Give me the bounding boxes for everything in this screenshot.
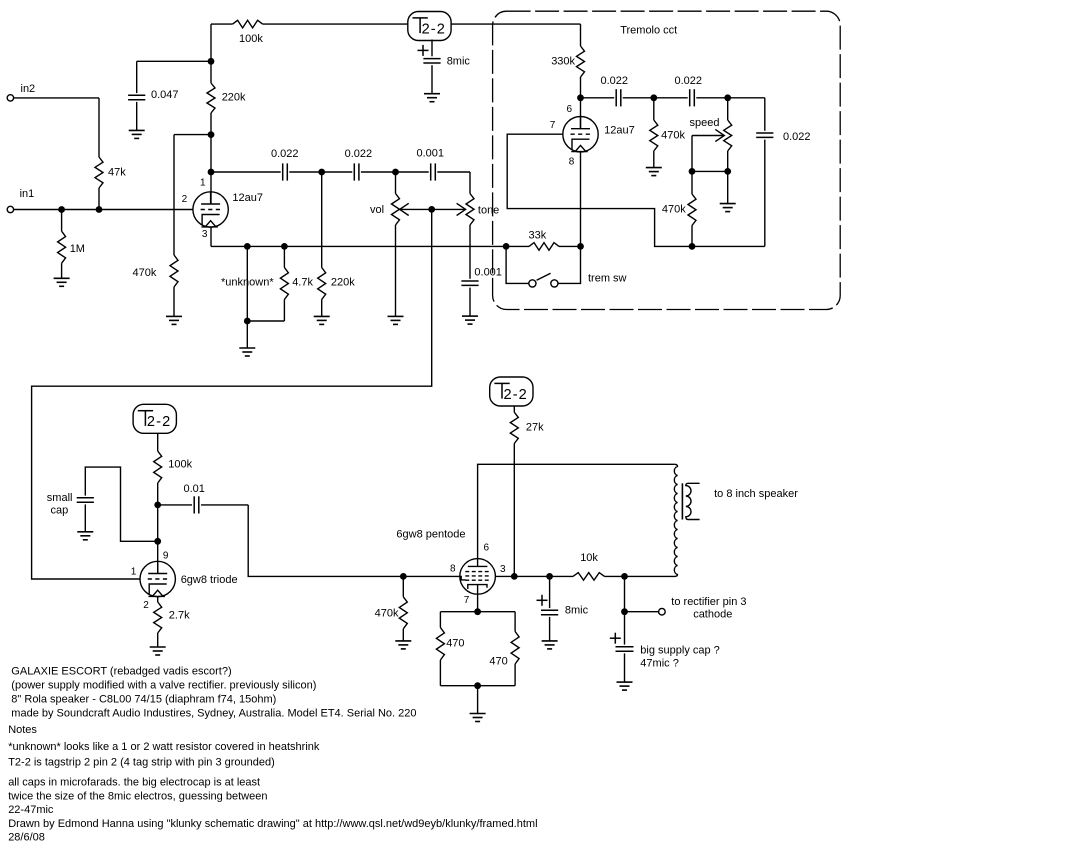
- svg-text:Drawn by Edmond Hanna using "k: Drawn by Edmond Hanna using "klunky sche…: [8, 818, 537, 830]
- svg-text:0.047: 0.047: [151, 89, 179, 101]
- svg-text:100k: 100k: [168, 459, 192, 471]
- svg-text:2-2: 2-2: [504, 387, 528, 403]
- svg-text:GALAXIE ESCORT (rebadged vadis: GALAXIE ESCORT (rebadged vadis escort?): [11, 666, 231, 678]
- svg-text:cap: cap: [51, 505, 69, 517]
- svg-text:all caps in microfarads. the b: all caps in microfarads. the big electro…: [8, 777, 260, 789]
- svg-text:0.001: 0.001: [417, 148, 445, 160]
- svg-text:2-2: 2-2: [147, 414, 171, 430]
- svg-text:twice the size of the 8mic ele: twice the size of the 8mic electros, gue…: [8, 791, 267, 803]
- svg-text:3: 3: [500, 564, 506, 575]
- svg-text:Notes: Notes: [8, 724, 37, 736]
- svg-text:12au7: 12au7: [232, 192, 263, 204]
- svg-text:8" Rola speaker - C8L00 74/15: 8" Rola speaker - C8L00 74/15 (diaphram …: [11, 694, 276, 706]
- svg-text:4.7k: 4.7k: [292, 277, 313, 289]
- svg-text:8: 8: [450, 564, 456, 575]
- svg-text:speed: speed: [690, 117, 720, 129]
- svg-text:7: 7: [464, 595, 470, 606]
- svg-text:2: 2: [182, 194, 188, 205]
- svg-text:tone: tone: [478, 205, 499, 217]
- svg-text:12au7: 12au7: [604, 125, 635, 137]
- svg-text:*unknown* looks like a 1 or 2: *unknown* looks like a 1 or 2 watt resis…: [8, 741, 320, 753]
- svg-text:470: 470: [489, 656, 507, 668]
- svg-text:10k: 10k: [580, 552, 598, 564]
- svg-text:*unknown*: *unknown*: [221, 277, 274, 289]
- svg-text:small: small: [47, 492, 73, 504]
- svg-text:0.022: 0.022: [271, 148, 299, 160]
- svg-text:7: 7: [550, 120, 556, 131]
- svg-text:470k: 470k: [661, 130, 685, 142]
- svg-text:T2-2 is tagstrip 2 pin 2 (4 ta: T2-2 is tagstrip 2 pin 2 (4 tag strip wi…: [8, 757, 275, 769]
- svg-text:big supply cap ?: big supply cap ?: [640, 645, 720, 657]
- svg-text:trem sw: trem sw: [588, 273, 627, 285]
- svg-text:vol: vol: [370, 204, 384, 216]
- svg-text:0.022: 0.022: [601, 75, 629, 87]
- svg-text:0.022: 0.022: [675, 75, 703, 87]
- svg-text:0.022: 0.022: [345, 148, 373, 160]
- svg-text:to 8 inch speaker: to 8 inch speaker: [714, 488, 798, 500]
- svg-text:cathode: cathode: [693, 609, 732, 621]
- svg-text:1: 1: [131, 567, 137, 578]
- svg-text:9: 9: [163, 551, 169, 562]
- svg-text:330k: 330k: [551, 55, 575, 67]
- svg-text:8: 8: [569, 157, 575, 168]
- svg-text:470k: 470k: [662, 204, 686, 216]
- svg-text:28/6/08: 28/6/08: [8, 832, 45, 844]
- svg-text:33k: 33k: [529, 230, 547, 242]
- svg-text:47k: 47k: [108, 167, 126, 179]
- svg-text:470k: 470k: [133, 267, 157, 279]
- svg-text:220k: 220k: [222, 92, 246, 104]
- svg-text:220k: 220k: [331, 277, 355, 289]
- svg-text:made by Soundcraft Audio Indus: made by Soundcraft Audio Industires, Syd…: [11, 707, 416, 719]
- svg-text:in2: in2: [21, 83, 36, 95]
- svg-text:2: 2: [143, 600, 149, 611]
- svg-text:2.7k: 2.7k: [169, 610, 190, 622]
- svg-text:Tremolo cct: Tremolo cct: [620, 25, 677, 37]
- svg-text:47mic ?: 47mic ?: [640, 658, 679, 670]
- svg-text:1: 1: [200, 178, 206, 189]
- svg-text:2-2: 2-2: [422, 21, 446, 37]
- svg-text:6: 6: [567, 104, 573, 115]
- svg-text:27k: 27k: [526, 421, 544, 433]
- svg-text:to rectifier pin 3: to rectifier pin 3: [671, 596, 746, 608]
- svg-text:6gw8 pentode: 6gw8 pentode: [396, 529, 465, 541]
- svg-text:470: 470: [446, 638, 464, 650]
- svg-text:(power supply modified with a: (power supply modified with a valve rect…: [11, 680, 316, 692]
- svg-text:3: 3: [202, 229, 208, 240]
- svg-text:6: 6: [484, 543, 490, 554]
- svg-text:100k: 100k: [239, 33, 263, 45]
- svg-text:0.022: 0.022: [783, 131, 811, 143]
- svg-text:22-47mic: 22-47mic: [8, 804, 54, 816]
- svg-text:6gw8 triode: 6gw8 triode: [181, 574, 238, 586]
- svg-text:8mic: 8mic: [447, 56, 471, 68]
- svg-text:8mic: 8mic: [565, 605, 589, 617]
- svg-text:470k: 470k: [375, 608, 399, 620]
- svg-text:0.01: 0.01: [184, 483, 205, 495]
- svg-text:0.001: 0.001: [474, 267, 502, 279]
- svg-text:1M: 1M: [70, 243, 85, 255]
- svg-text:in1: in1: [20, 188, 35, 200]
